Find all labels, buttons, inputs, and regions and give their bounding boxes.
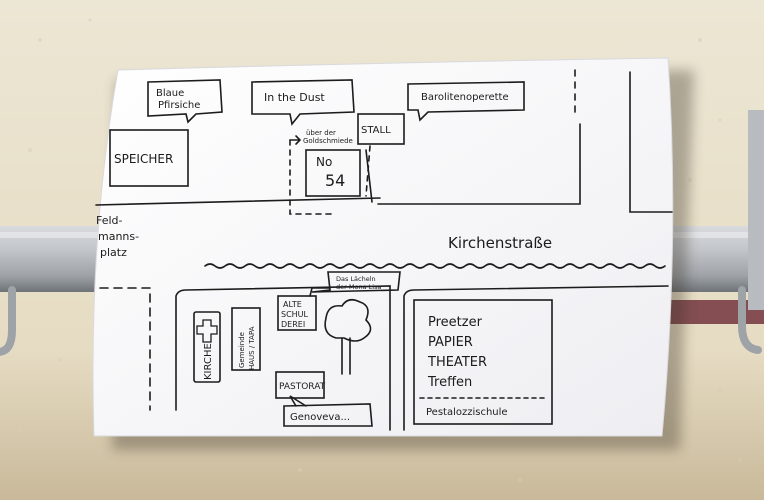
- label-papier: PAPIER: [428, 335, 473, 350]
- label-kirche: KIRCHE: [203, 343, 214, 380]
- lower-block-left: [175, 285, 391, 431]
- label-manns: manns-: [98, 230, 139, 243]
- cross-icon: [196, 319, 218, 343]
- label-blaue: Blaue: [156, 88, 184, 99]
- speicher-box: [109, 129, 189, 187]
- coat-hook-right: [738, 286, 762, 354]
- street-wavy-line: [204, 263, 666, 269]
- label-pestalozzischule: Pestalozzischule: [426, 407, 508, 418]
- map-labels: Blaue Pfirsiche In the Dust Barolitenope…: [96, 88, 552, 423]
- tree-trunk: [341, 337, 351, 375]
- stall-side-wall: [365, 149, 373, 203]
- upper-right-building: [629, 71, 673, 213]
- alte-schule-box: [277, 295, 317, 331]
- upper-block-edge-right: [377, 123, 581, 205]
- label-barolitenoperette: Barolitenoperette: [421, 92, 509, 103]
- label-derei: DEREI: [281, 320, 305, 329]
- label-in-the-dust: In the Dust: [264, 91, 325, 104]
- house-54-box: [305, 149, 361, 197]
- label-schul: SCHUL: [281, 310, 309, 319]
- theater-box: [413, 299, 553, 425]
- stall-box: [357, 113, 405, 145]
- house-54-dashed-outline: [289, 139, 337, 215]
- upper-block-edge: [95, 197, 381, 206]
- label-laecheln-1: Das Lächeln: [336, 275, 376, 283]
- hand-drawn-map: [95, 69, 673, 431]
- laecheln-bubble: [311, 271, 401, 293]
- kirche-box: [193, 311, 221, 383]
- label-haus-tapa: HAUS / TAPA: [248, 326, 256, 370]
- lower-block-right: [403, 285, 669, 431]
- label-theater: THEATER: [427, 355, 487, 370]
- label-ueber-der: über der: [306, 129, 336, 137]
- label-stall: STALL: [361, 125, 391, 136]
- label-pfirsiche: Pfirsiche: [158, 100, 200, 111]
- label-treffen: Treffen: [427, 375, 472, 390]
- rail-end-post: [748, 110, 764, 310]
- label-pastorat: PASTORAT: [279, 382, 326, 392]
- label-54: 54: [325, 171, 345, 190]
- pastorat-box: [275, 371, 325, 399]
- goldschmiede-arrow: [289, 135, 302, 145]
- label-alte: ALTE: [283, 300, 302, 309]
- tree-icon: [324, 298, 372, 342]
- barolitenoperette-bubble: [407, 81, 525, 122]
- genoveva-bubble: [283, 395, 373, 427]
- label-preetzer: Preetzer: [428, 315, 483, 330]
- stall-dashed-wall: [365, 145, 371, 197]
- label-speicher: SPEICHER: [114, 152, 173, 166]
- label-nr: No: [316, 155, 332, 169]
- gemeindehaus-box: [231, 307, 261, 371]
- coat-hook-left: [0, 286, 16, 356]
- label-goldschmiede: Goldschmiede: [303, 137, 353, 145]
- blaue-pfirsiche-bubble: [147, 79, 223, 124]
- label-feld: Feld-: [96, 214, 123, 227]
- label-gemeinde: Gemeinde: [238, 332, 246, 368]
- laecheln-arrow: [309, 287, 331, 297]
- label-kirchenstrasse: Kirchenstraße: [448, 234, 552, 252]
- in-the-dust-bubble: [251, 79, 355, 126]
- label-genoveva: Genoveva...: [290, 412, 350, 423]
- paper-sheet: [92, 57, 674, 437]
- label-laecheln-2: der Mona Lisa: [336, 283, 381, 291]
- label-platz: platz: [100, 246, 127, 259]
- lower-left-edge: [99, 287, 151, 411]
